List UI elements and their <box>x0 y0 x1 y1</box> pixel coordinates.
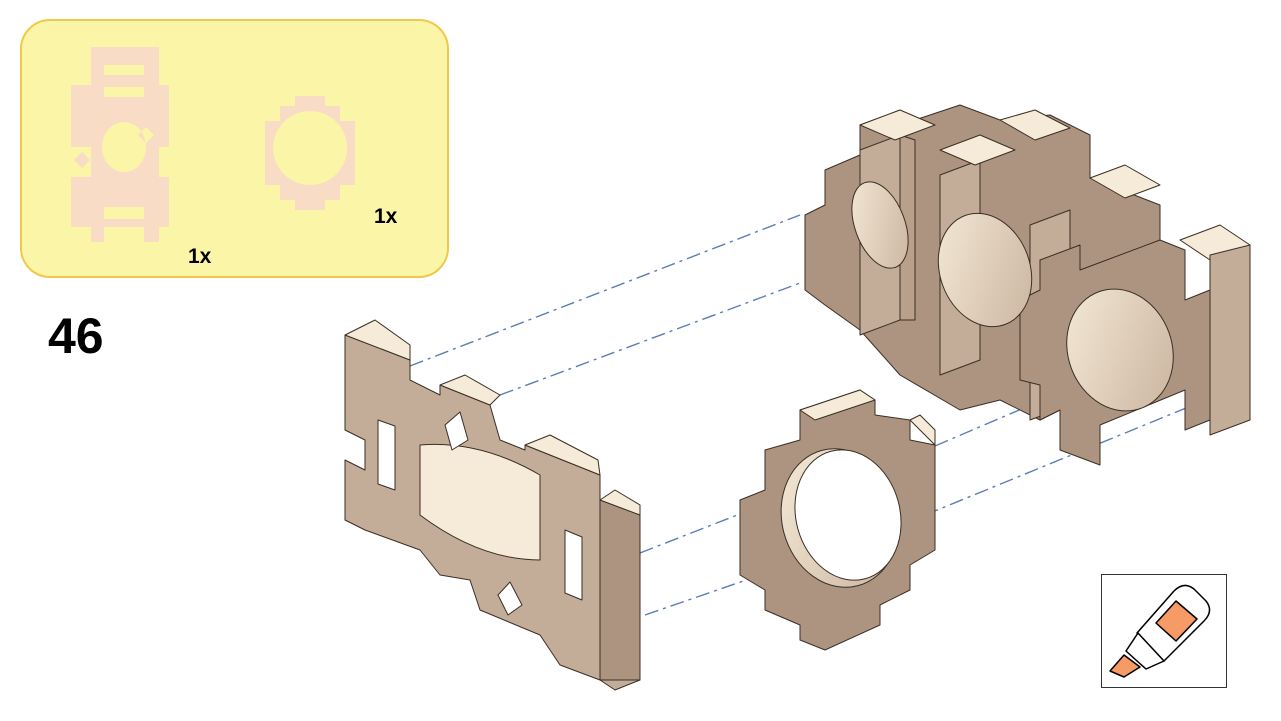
glue-indicator <box>1101 574 1227 688</box>
frame-piece-quantity: 1x <box>188 245 212 268</box>
assembled-block <box>804 104 1251 466</box>
ring-piece <box>739 389 936 651</box>
frame-piece <box>344 319 641 691</box>
guide-line <box>644 577 753 616</box>
glue-bottle-icon <box>1109 584 1211 678</box>
guide-line <box>499 282 801 396</box>
step-number: 46 <box>48 308 104 364</box>
ring-piece-thumbnail <box>265 96 355 210</box>
guide-line <box>409 214 801 367</box>
guide-line <box>639 509 751 554</box>
ring-piece-quantity: 1x <box>374 205 398 228</box>
frame-piece-thumbnail <box>71 47 169 242</box>
parts-panel: 1x 1x <box>20 19 449 278</box>
